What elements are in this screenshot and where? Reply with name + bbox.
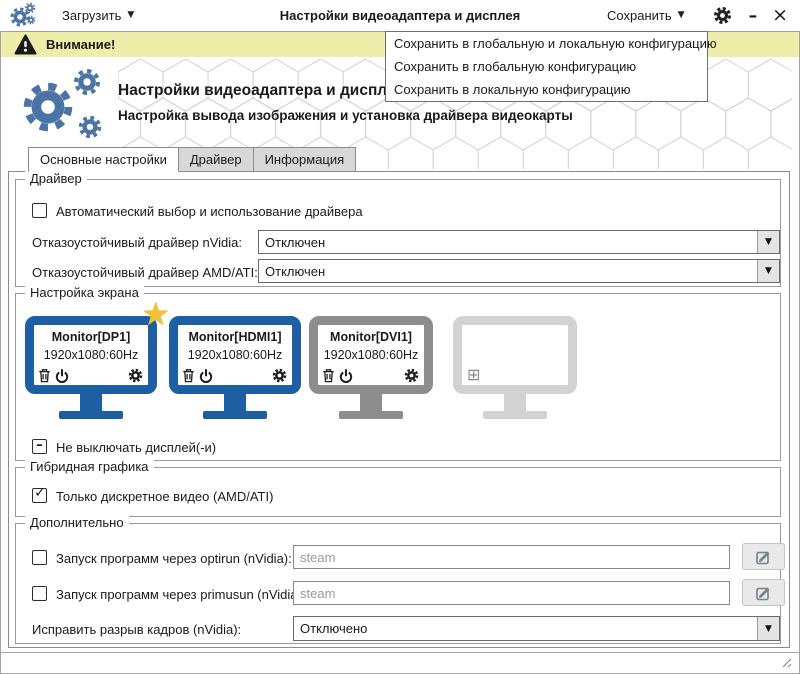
primusun-input[interactable] <box>293 581 730 605</box>
monitor-settings-gear-icon[interactable] <box>128 368 143 383</box>
menu-item-save-global-and-local[interactable]: Сохранить в глобальную и локальную конфи… <box>394 36 717 51</box>
load-button-label: Загрузить <box>62 8 122 23</box>
monitor-card-dp1[interactable]: ★ Monitor[DP1] 1920x1080:60Hz <box>25 298 170 419</box>
monitor-mode: 1920x1080:60Hz <box>323 348 419 362</box>
dropdown-button[interactable]: ▼ <box>757 617 779 640</box>
optirun-checkbox[interactable] <box>32 550 47 565</box>
tab-content-pane: Драйвер Автоматический выбор и использов… <box>8 171 790 648</box>
monitor-card-empty[interactable]: ⊞ <box>453 316 577 419</box>
tearing-fix-value: Отключено <box>300 621 368 636</box>
edit-pencil-icon <box>755 551 769 564</box>
primusun-edit-button[interactable] <box>742 579 785 606</box>
monitor-card-hdmi1[interactable]: Monitor[HDMI1] 1920x1080:60Hz <box>169 316 301 419</box>
minimize-button[interactable]: – <box>748 5 758 26</box>
menu-item-save-global[interactable]: Сохранить в глобальную конфигурацию <box>394 59 637 74</box>
group-driver: Драйвер Автоматический выбор и использов… <box>15 171 781 287</box>
nvidia-failsafe-label: Отказоустойчивый драйвер nVidia: <box>32 235 242 250</box>
menu-item-save-local[interactable]: Сохранить в локальную конфигурацию <box>394 82 631 97</box>
group-hybrid-legend: Гибридная графика <box>25 459 154 474</box>
amd-failsafe-value: Отключен <box>265 263 326 279</box>
primusun-label: Запуск программ через primusun (nVidia): <box>56 587 306 602</box>
save-button[interactable]: Сохранить ▼ <box>601 5 691 26</box>
monitor-mode: 1920x1080:60Hz <box>187 348 283 362</box>
nvidia-failsafe-value: Отключен <box>265 234 326 250</box>
resize-grip[interactable] <box>780 657 792 669</box>
monitor-card-dvi1[interactable]: Monitor[DVI1] 1920x1080:60Hz <box>309 316 433 419</box>
add-monitor-icon[interactable]: ⊞ <box>467 365 481 384</box>
monitor-name: Monitor[HDMI1] <box>188 330 282 344</box>
group-screen: Настройка экрана ★ Monitor[DP1] 1920x108… <box>15 285 781 461</box>
tearing-fix-select[interactable]: Отключено ▼ <box>293 616 780 641</box>
warning-triangle-icon <box>14 34 37 55</box>
dropdown-button[interactable]: ▼ <box>757 231 779 253</box>
keep-display-on-checkbox[interactable]: – <box>32 439 47 454</box>
amd-failsafe-label: Отказоустойчивый драйвер AMD/ATI: <box>32 265 258 280</box>
app-logo-gears-icon <box>9 2 47 29</box>
monitor-name: Monitor[DVI1] <box>330 330 412 344</box>
delete-monitor-icon[interactable] <box>322 368 335 383</box>
monitor-settings-gear-icon[interactable] <box>272 368 287 383</box>
discrete-only-label: Только дискретное видео (AMD/ATI) <box>56 489 274 504</box>
header-logo-gears-icon <box>20 65 120 145</box>
monitor-mode: 1920x1080:60Hz <box>43 348 139 362</box>
chevron-down-icon: ▼ <box>127 10 135 20</box>
delete-monitor-icon[interactable] <box>182 368 195 383</box>
toolbar: Загрузить ▼ Настройки видеоадаптера и ди… <box>0 0 800 32</box>
toolbar-right-controls: Сохранить ▼ – × <box>601 0 788 31</box>
group-screen-legend: Настройка экрана <box>25 285 144 300</box>
group-driver-legend: Драйвер <box>25 171 87 186</box>
settings-gear-button[interactable] <box>713 6 732 25</box>
auto-driver-checkbox-label: Автоматический выбор и использование дра… <box>56 204 363 219</box>
primusun-checkbox[interactable] <box>32 586 47 601</box>
dropdown-button[interactable]: ▼ <box>757 260 779 282</box>
keep-display-on-label: Не выключать дисплей(-и) <box>56 440 217 455</box>
tab-main-settings[interactable]: Основные настройки <box>28 147 179 172</box>
power-monitor-icon[interactable] <box>339 368 353 383</box>
auto-driver-checkbox[interactable] <box>32 203 47 218</box>
chevron-down-icon: ▼ <box>765 266 772 276</box>
chevron-down-icon: ▼ <box>765 237 772 247</box>
discrete-only-checkbox[interactable]: ✓ <box>32 485 47 503</box>
group-extra-legend: Дополнительно <box>25 515 129 530</box>
header-subtitle: Настройка вывода изображения и установка… <box>118 108 573 123</box>
power-monitor-icon[interactable] <box>199 368 213 383</box>
save-dropdown-menu: Сохранить в глобальную и локальную конфи… <box>385 31 717 102</box>
save-button-label: Сохранить <box>607 8 672 23</box>
chevron-down-icon: ▼ <box>765 623 772 634</box>
power-monitor-icon[interactable] <box>55 368 69 383</box>
group-hybrid-graphics: Гибридная графика ✓ Только дискретное ви… <box>15 459 781 517</box>
optirun-label: Запуск программ через optirun (nVidia): <box>56 551 292 566</box>
delete-monitor-icon[interactable] <box>38 368 51 383</box>
edit-pencil-icon <box>755 587 769 600</box>
tearing-fix-label: Исправить разрыв кадров (nVidia): <box>32 622 242 637</box>
header-title: Настройки видеоадаптера и дисплея <box>118 82 405 99</box>
group-extra: Дополнительно Запуск программ через opti… <box>15 515 785 644</box>
monitor-settings-gear-icon[interactable] <box>404 368 419 383</box>
nvidia-failsafe-select[interactable]: Отключен ▼ <box>258 230 780 254</box>
tab-information[interactable]: Информация <box>252 147 357 172</box>
primary-star-icon: ★ <box>141 295 170 333</box>
tab-driver[interactable]: Драйвер <box>177 147 254 172</box>
load-button[interactable]: Загрузить ▼ <box>56 5 140 26</box>
indeterminate-dash-icon: – <box>36 438 43 453</box>
amd-failsafe-select[interactable]: Отключен ▼ <box>258 259 780 283</box>
warning-text: Внимание! <box>46 37 116 52</box>
checkmark-icon: ✓ <box>34 485 46 501</box>
optirun-edit-button[interactable] <box>742 543 785 570</box>
monitor-name: Monitor[DP1] <box>51 330 131 344</box>
chevron-down-icon: ▼ <box>677 10 685 20</box>
optirun-input[interactable] <box>293 545 730 569</box>
close-button[interactable]: × <box>772 4 788 26</box>
tab-bar: Основные настройки Драйвер Информация <box>28 147 357 172</box>
gear-icon <box>713 7 731 24</box>
status-bar <box>1 652 799 674</box>
